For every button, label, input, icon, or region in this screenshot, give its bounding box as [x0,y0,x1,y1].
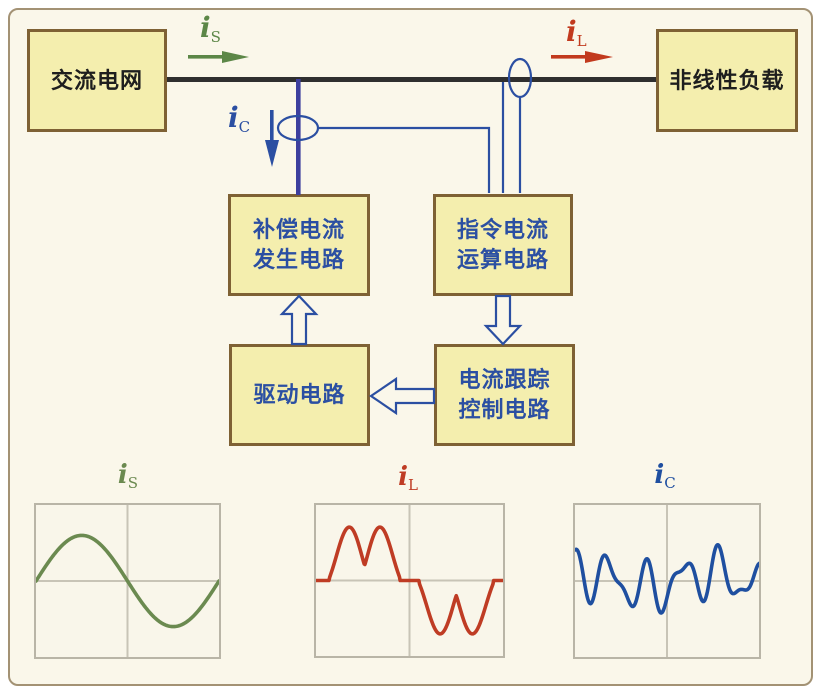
scope-comp-waveform [575,545,759,613]
scope-source-current [34,503,221,659]
scope-load-label: iL [368,464,448,493]
block-command-current-calculator: 指令电流 运算电路 [433,194,573,296]
block-ac-grid-label: 交流电网 [50,67,143,93]
load-current-label: iL [566,18,587,49]
scope-comp-label: iC [625,462,705,491]
load-current-subscript: L [576,32,587,50]
source-current-label: iS [200,14,221,45]
scope-load-subscript: L [407,476,418,494]
scope-compensation-current [573,503,761,659]
block-cmd-line1: 指令电流 [456,217,549,242]
scope-load-current [314,503,505,658]
compensation-current-symbol: i [228,101,239,134]
block-comp-line2: 发生电路 [252,247,345,272]
block-track-line1: 电流跟踪 [458,367,551,392]
block-cmd-line2: 运算电路 [456,247,549,272]
block-nonlinear-load: 非线性负载 [656,29,798,132]
scope-load-symbol: i [398,462,408,492]
source-current-symbol: i [200,11,211,44]
scope-source-symbol: i [117,460,128,490]
block-drive-circuit: 驱动电路 [229,344,370,446]
block-current-tracking-control: 电流跟踪 控制电路 [434,344,575,446]
block-compensation-current-generator: 补偿电流 发生电路 [228,194,370,296]
scope-comp-symbol: i [654,460,665,490]
compensation-current-label: iC [228,104,250,135]
block-nonlinear-load-label: 非线性负载 [669,67,785,93]
scope-load-plot [316,505,503,656]
load-current-symbol: i [566,15,577,48]
scope-source-subscript: S [127,474,139,492]
block-comp-line1: 补偿电流 [252,217,345,242]
scope-comp-plot [575,505,759,657]
scope-source-waveform [36,535,219,626]
compensation-current-subscript: C [238,118,251,136]
block-ac-grid: 交流电网 [27,29,167,132]
scope-source-plot [36,505,219,657]
scope-source-label: iS [88,462,168,491]
block-drive-label: 驱动电路 [253,382,346,407]
block-track-line2: 控制电路 [458,397,551,422]
scope-load-waveform [316,527,503,634]
source-current-subscript: S [210,28,221,46]
scope-comp-subscript: C [664,474,676,492]
